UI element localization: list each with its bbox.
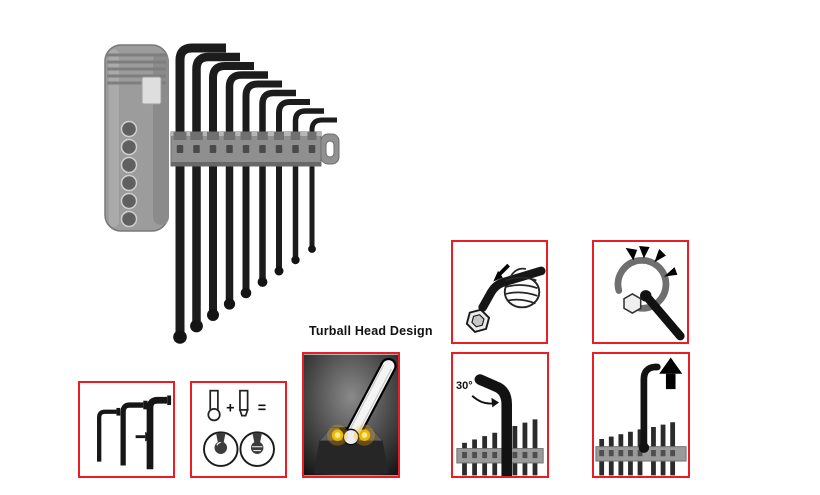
- contact-glow-right: [353, 424, 375, 446]
- ball-ends: [173, 245, 316, 344]
- ball-tip-outline: [207, 389, 221, 422]
- angle-label: 30°: [456, 380, 473, 392]
- feature-box-angle-entry: 30°: [451, 352, 549, 478]
- lifted-hex-key: [638, 363, 661, 453]
- holder-rail: [456, 448, 544, 464]
- holder-handle: [104, 44, 169, 232]
- hanger-hole: [320, 133, 340, 165]
- key-length-sizes-icon: [97, 395, 172, 470]
- insert-arrow-icon: [493, 263, 510, 282]
- hex-nut: [623, 293, 642, 314]
- press-arrow-icons: [625, 245, 678, 277]
- holder-rail: [595, 446, 687, 462]
- hex-keys: [97, 396, 168, 470]
- retaining-clip-icon: [614, 245, 685, 341]
- pull-key-out-icon: [595, 357, 687, 476]
- ball-closeup-left: [203, 431, 239, 467]
- hand-fingers: [504, 267, 538, 305]
- hex-key: [478, 266, 546, 312]
- holder-rail: [170, 131, 322, 167]
- hex-key-set-photo: [104, 43, 340, 344]
- angle-entry-icon: [456, 374, 544, 476]
- hex-nut: [465, 308, 491, 333]
- feature-box-turball-head: [302, 352, 400, 478]
- ball-end: [640, 290, 652, 302]
- feature-box-key-sizes: [78, 381, 175, 478]
- angle-arrow-icon: [471, 395, 500, 408]
- feature-box-clip-ring: [592, 240, 689, 344]
- plus-sign: +: [226, 401, 234, 417]
- feature-box-ball-chamfer: + =: [190, 381, 287, 478]
- ball-plus-chamfer-icon: + =: [203, 389, 275, 467]
- hex-key: [643, 293, 685, 341]
- hand-inserting-key-icon: [465, 263, 546, 333]
- turball-socket-icon: [304, 354, 398, 476]
- hex-keys: [175, 43, 337, 337]
- equals-sign: =: [258, 401, 266, 417]
- background-keys: [462, 419, 538, 476]
- feature-box-hand-insert: [451, 240, 548, 344]
- ball-closeup-right: [239, 431, 275, 467]
- white-hex-key: [342, 357, 397, 446]
- contact-glow-left: [327, 424, 349, 446]
- chamfer-tip-outline: [238, 389, 249, 417]
- turball-title: Turball Head Design: [309, 324, 433, 338]
- size-arrow-icon: [135, 431, 153, 442]
- key-tips: [116, 395, 172, 416]
- feature-box-pull-out: [592, 352, 690, 478]
- tilted-hex-key: [474, 374, 512, 476]
- pull-up-arrow-icon: [659, 357, 683, 390]
